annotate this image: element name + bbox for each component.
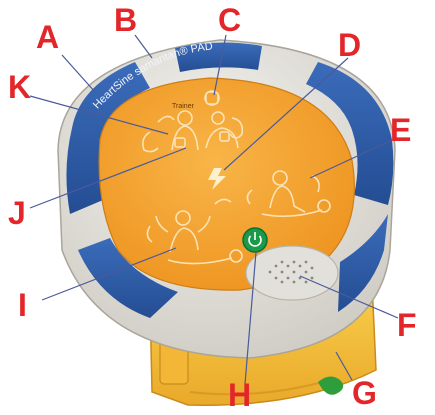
callout-A: A bbox=[36, 19, 59, 55]
power-button-icon bbox=[248, 232, 262, 247]
power-button[interactable] bbox=[242, 227, 268, 253]
leader-H bbox=[244, 251, 257, 385]
faceplate: Trainer bbox=[98, 77, 355, 291]
leader-C bbox=[213, 34, 227, 96]
callout-G: G bbox=[352, 375, 377, 411]
pad-placement-pictogram bbox=[142, 90, 244, 153]
trainer-label: Trainer bbox=[172, 103, 195, 110]
leader-J bbox=[29, 147, 187, 209]
leader-E bbox=[309, 139, 393, 179]
leader-D bbox=[223, 57, 349, 171]
speaker-grille-icon bbox=[268, 260, 314, 284]
bumper-right bbox=[306, 62, 394, 205]
leader-A bbox=[61, 54, 96, 93]
callout-K: K bbox=[8, 69, 31, 105]
callout-D: D bbox=[338, 27, 361, 63]
callout-E: E bbox=[390, 112, 411, 148]
callout-H: H bbox=[228, 377, 251, 413]
leader-F bbox=[299, 275, 399, 319]
callout-J: J bbox=[8, 195, 26, 231]
bumper-lower-right bbox=[338, 214, 388, 312]
leader-G bbox=[335, 351, 353, 381]
callout-F: F bbox=[397, 307, 417, 343]
shock-lightning-icon bbox=[208, 168, 226, 190]
callout-B: B bbox=[114, 2, 137, 38]
leader-K bbox=[29, 95, 169, 135]
bumper-lower-left bbox=[78, 238, 178, 318]
leader-lines bbox=[29, 34, 399, 385]
bumper-top bbox=[175, 42, 262, 72]
callout-C: C bbox=[218, 2, 241, 38]
callouts: A B C D E F G H I J K bbox=[8, 2, 417, 413]
callout-I: I bbox=[18, 287, 27, 323]
patient-pictogram-icon bbox=[146, 198, 243, 265]
release-tab-icon bbox=[318, 376, 344, 395]
leader-I bbox=[41, 247, 177, 301]
leader-B bbox=[134, 34, 153, 59]
speaker bbox=[245, 245, 339, 301]
